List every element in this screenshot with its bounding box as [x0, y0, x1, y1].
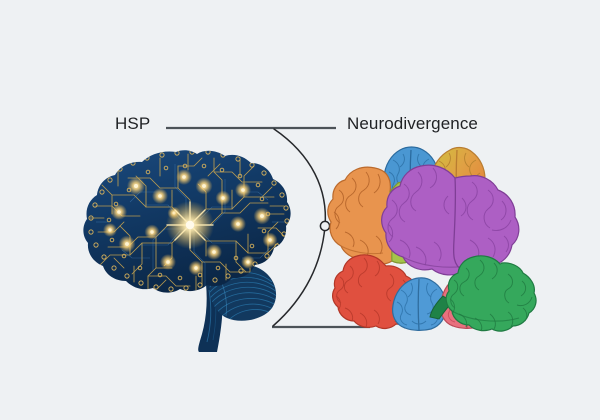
multicolored-brain-cluster: [327, 146, 537, 332]
connector-node: [319, 220, 331, 232]
label-hsp: HSP: [115, 114, 151, 133]
brain-core-glow: [166, 201, 214, 249]
label-neurodivergence: Neurodivergence: [347, 114, 478, 133]
brain-green-side: [429, 255, 537, 332]
circuit-board-brain: [83, 150, 291, 352]
brain-glow-nodes: [103, 169, 278, 276]
connector-arc-lower: [272, 225, 326, 327]
brain-purple-large: [381, 164, 520, 276]
connector-arc-upper: [273, 128, 327, 227]
connector-group: [166, 126, 370, 329]
